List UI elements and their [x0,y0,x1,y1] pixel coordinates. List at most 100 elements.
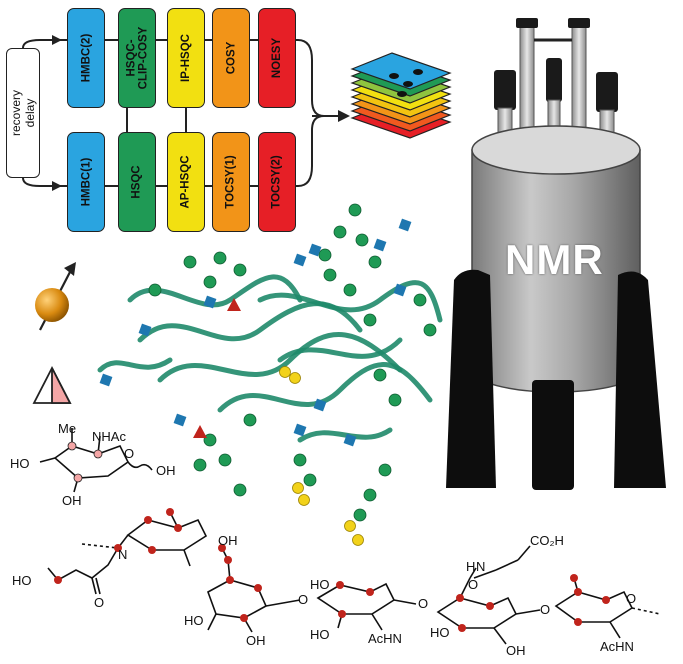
galactose-sphere [352,534,364,546]
mannose-sphere [343,283,357,297]
glcnac-cube [203,295,217,309]
protein-ribbon [257,280,443,323]
mannose-sphere [368,255,382,269]
glycoprotein-structure [97,203,443,546]
labeled-carbon-dots [54,441,610,632]
nhac-label: NHAc [92,429,126,444]
labeled-carbon-dot [144,516,152,524]
glcnac-cube [373,238,387,252]
arrow-top-row-icon [52,35,62,45]
top-row-block-1: HSQC- CLIP-COSY [118,8,156,108]
labeled-carbon-dot [570,574,578,582]
recovery-delay-label: recovery delay [9,89,38,137]
labeled-carbon-dot [226,576,234,584]
labeled-carbon-dot [224,556,232,564]
ho-label-4: HO [310,577,330,592]
mannose-sphere [233,483,247,497]
protein-ribbon [217,362,433,413]
top-row-block-label: COSY [225,41,237,75]
top-row-block-3: COSY [212,8,250,108]
protein-ribbon [277,337,403,363]
n-label-1: N [118,547,128,562]
fucose-triangle-icon [32,366,72,404]
spin-icon [35,262,76,331]
galactose-sphere [298,494,310,506]
achn-label-1: AcHN [368,631,402,646]
carbonyl-o-label: O [94,595,105,610]
mannose-sphere [148,283,162,297]
protein-ribbon [157,332,403,383]
glcnac-cube [343,433,357,447]
mannose-sphere [333,225,347,239]
protein-ribbon [297,427,393,443]
top-row-block-label: NOESY [271,37,284,79]
labeled-carbon-dot [166,508,174,516]
mannose-sphere [218,453,232,467]
link-o-label-2: O [418,596,429,611]
bottom-row-block-label: TOCSY(1) [225,155,237,209]
labeled-carbon-dot [54,576,62,584]
co2h-label: CO₂H [530,533,564,548]
arrow-to-spectra-icon [338,110,350,122]
mannose-sphere [355,233,369,247]
galactose-sphere [279,366,291,378]
top-row-block-label: HMBC(2) [80,33,92,83]
bottom-row-block-label: HMBC(1) [80,157,92,207]
labeled-carbon-dot [602,596,610,604]
labeled-carbon-dot [254,584,262,592]
ho-label-5: HO [430,625,450,640]
bottom-row-block-2: AP-HSQC [167,132,205,232]
bottom-row-block-0: HMBC(1) [67,132,105,232]
top-row-block-label: HSQC- CLIP-COSY [125,26,149,90]
labeled-carbon-dot [366,588,374,596]
glcnac-cube [313,398,327,412]
labeled-carbon-dot [574,588,582,596]
bottom-row-block-label: HSQC [130,165,143,199]
spectrum-layer [350,52,452,90]
labeled-carbon-dot [174,524,182,532]
spectra-stack [350,52,452,139]
ring-o-label-1: O [124,446,135,461]
glcnac-cube [293,423,307,437]
glcnac-cube [138,323,152,337]
bottom-row-block-3: TOCSY(1) [212,132,250,232]
fucose-carbon-dot [67,441,77,451]
mannose-sphere [413,293,427,307]
link-o-label-1: O [298,592,309,607]
mannose-sphere [363,313,377,327]
mannose-sphere [303,473,317,487]
ho-label-3: HO [310,627,330,642]
amide-h-label: H [466,559,476,574]
mannose-sphere [378,463,392,477]
mannose-sphere [193,458,207,472]
mannose-sphere [213,251,227,265]
link-o-label-3: O [540,602,551,617]
top-row-block-label: IP-HSQC [180,34,193,82]
labeled-carbon-dot [218,544,226,552]
labeled-carbon-dot [486,602,494,610]
mannose-sphere [233,263,247,277]
oh-galf-label-2: OH [246,633,266,648]
mannose-sphere [373,368,387,382]
mannose-sphere [293,453,307,467]
nmr-magnet [446,18,666,490]
fucose-triangle [227,298,241,311]
top-row-block-0: HMBC(2) [67,8,105,108]
mannose-sphere [323,268,337,282]
labeled-carbon-dot [574,618,582,626]
mannose-sphere [203,433,217,447]
spectrum-peak [397,91,407,97]
arrow-bottom-row-icon [52,181,62,191]
bottom-row-block-label: TOCSY(2) [271,155,283,209]
bottom-row-block-1: HSQC [118,132,156,232]
bottom-row-block-4: TOCSY(2) [258,132,296,232]
mannose-sphere [203,275,217,289]
recovery-delay-box: recovery delay [6,48,40,178]
amide-o-label: O [468,577,479,592]
labeled-carbon-dot [338,610,346,618]
oh-label-1: OH [156,463,176,478]
labeled-carbon-dot [456,594,464,602]
labeled-carbon-dot [458,624,466,632]
amide-n-label: N [476,559,486,574]
